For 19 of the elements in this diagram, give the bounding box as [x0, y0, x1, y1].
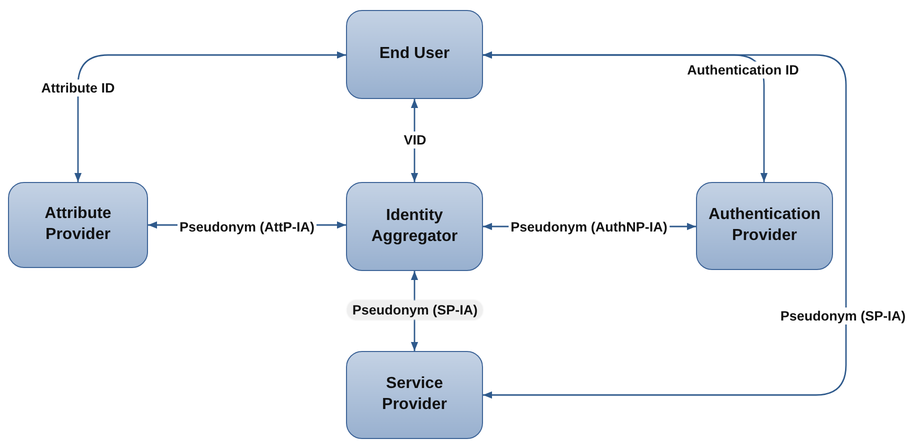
- edge-label: Pseudonym (SP-IA): [347, 300, 483, 320]
- process-box: [346, 182, 483, 271]
- edge-label: VID: [402, 132, 428, 148]
- edge-label: Authentication ID: [685, 62, 801, 78]
- double-arrow: [483, 51, 847, 399]
- node-label: Authentication Provider: [708, 205, 822, 246]
- double-arrow: [74, 51, 346, 182]
- edge-label: Pseudonym (AttP-IA): [178, 218, 316, 236]
- node-label: Attribute Provider: [44, 204, 112, 245]
- node-label: Identity Aggregator: [370, 206, 459, 246]
- process-box: [696, 182, 833, 270]
- edge-label: Pseudonym (SP-IA): [778, 308, 908, 324]
- process-box: [346, 351, 483, 439]
- process-box: [8, 182, 148, 268]
- edge-label: Attribute ID: [39, 80, 117, 96]
- process-box: [346, 10, 483, 99]
- edge-label: Pseudonym (AuthNP-IA): [508, 218, 670, 236]
- node-label: Service Provider: [381, 374, 448, 415]
- node-label: End User: [378, 44, 451, 64]
